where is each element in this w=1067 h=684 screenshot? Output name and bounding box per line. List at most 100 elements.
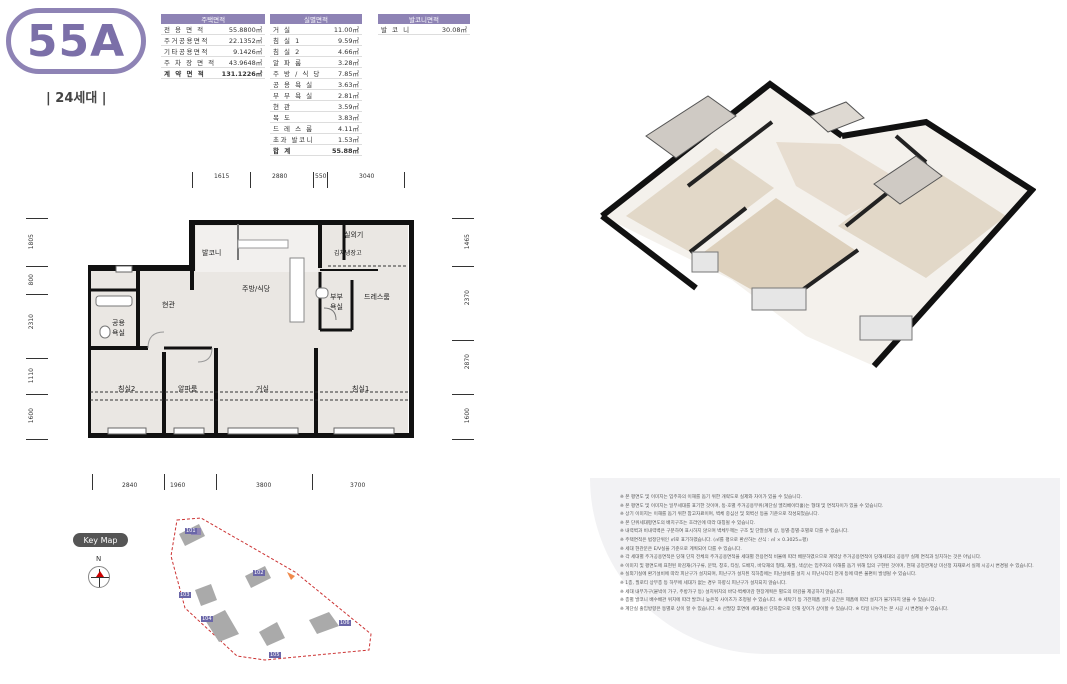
dim-top-1: 1615 (214, 173, 230, 180)
room-label-kimchi: 김치냉장고 (334, 250, 362, 257)
note-item: ※ 1층, 필로티 상부층 등 하부에 세대가 없는 경우 하향식 피난구가 설… (620, 580, 787, 586)
room-area-total-label: 합 계 (270, 144, 327, 156)
room-label-entrance: 현관 (162, 301, 175, 309)
supply-area-row-label: 전 용 면 적 (161, 24, 219, 35)
balcony-area-row-label: 발 코 니 (378, 24, 428, 35)
room-area-row-value: 3.63㎡ (327, 78, 362, 90)
supply-area-row-value: 55.8800㎡ (218, 24, 266, 35)
room-area-row-value: 3.83㎡ (327, 111, 362, 123)
unit-type-label: 55A (26, 15, 126, 67)
supply-area-total-value: 131.1226㎡ (218, 67, 266, 79)
dim-left-1: 1805 (28, 234, 35, 250)
dim-left-5: 1600 (28, 408, 35, 424)
room-area-row-value: 4.11㎡ (327, 122, 362, 134)
dim-left-4: 1110 (28, 368, 35, 384)
room-label-utility: 실외기 (344, 231, 364, 239)
keymap-building-5: 105 (269, 652, 281, 658)
room-label-common-bath: 공용 욕실 (112, 319, 125, 337)
room-area-row-label: 현 관 (270, 100, 327, 112)
north-compass (88, 566, 110, 588)
supply-area-total-label: 계 약 면 적 (161, 67, 219, 79)
room-area-row-label: 복 도 (270, 111, 327, 123)
note-item: ※ 세대 현관문은 E/V실을 기준으로 계획되어 다를 수 있습니다. (620, 546, 742, 552)
north-label: N (96, 555, 102, 563)
room-area-row-value: 7.85㎡ (327, 67, 362, 79)
dimension-right: 1465 2370 2870 1600 (452, 218, 474, 440)
dim-left-3: 2310 (28, 314, 35, 330)
dim-bottom-4: 3700 (350, 482, 366, 489)
dim-top-4: 3040 (359, 173, 375, 180)
notes-list: ※ 본 평면도 및 이미지는 입주자의 이해를 돕기 위한 개략도로 실제와 차… (620, 494, 1060, 614)
room-label-room1: 침실1 (352, 385, 370, 393)
balcony-area-row-value: 30.08㎡ (427, 24, 470, 35)
unit-type-badge: 55A (6, 8, 146, 74)
room-area-row-value: 2.81㎡ (327, 89, 362, 101)
room-label-balcony: 발코니 (202, 249, 222, 257)
dimension-bottom: 2840 1960 3800 3700 (92, 474, 412, 490)
note-item: ※ 계단실 출입방향은 동별로 상이 할 수 있습니다. ※ 선팔장 후면에 세… (620, 606, 949, 612)
room-area-row-label: 초과 발코니 (270, 133, 327, 145)
dim-right-3: 2870 (464, 354, 471, 370)
room-area-row-value: 1.53㎡ (327, 133, 362, 145)
dim-right-1: 1465 (464, 234, 471, 250)
note-item: ※ 상기 이미지는 이해를 돕기 위한 참고자료이며, 벽체 중심선 및 외벽선… (620, 512, 820, 518)
room-area-row-value: 3.28㎡ (327, 56, 362, 68)
dim-bottom-1: 2840 (122, 482, 138, 489)
supply-area-row-label: 주 차 장 면 적 (161, 56, 219, 68)
keymap-label: Key Map (73, 533, 128, 547)
dim-top-3: 550 (315, 173, 327, 180)
note-item: ※ 주택면적은 법정단위인 ㎡로 표기하였습니다. (㎡를 평으로 환산하는 산… (620, 537, 809, 543)
room-area-row-label: 침 실 1 (270, 34, 327, 46)
dim-top-2: 2880 (272, 173, 288, 180)
note-item: ※ 각 세대별 주거공용면적은 당해 단지 전체의 주거공용면적을 세대별 전용… (620, 555, 982, 561)
note-item: ※ 본 단위세대평면도의 배치구조는 호라인에 따라 대칭될 수 있습니다. (620, 520, 756, 526)
room-area-row-label: 부 부 욕 실 (270, 89, 327, 101)
dim-right-2: 2370 (464, 290, 471, 306)
note-item: ※ 세대 내부가구(붙박이 가구, 주방가구 등) 설치위치의 바닥·벽체마감 … (620, 589, 844, 595)
room-area-row-value: 9.59㎡ (327, 34, 362, 46)
balcony-area-header: 발코니면적 (378, 14, 470, 24)
supply-area-row-label: 기타공용면적 (161, 45, 219, 57)
keymap-building-2: 102 (253, 570, 265, 576)
room-area-row-label: 공 용 욕 실 (270, 78, 327, 90)
room-area-row-value: 3.59㎡ (327, 100, 362, 112)
keymap-building-3: 103 (179, 592, 191, 598)
room-area-row-label: 침 실 2 (270, 45, 327, 57)
floor-plan: 발코니 실외기 김치냉장고 주방/식당 현관 공용 욕실 부부 욕실 드레스룸 … (85, 219, 415, 439)
isometric-render (596, 66, 1037, 382)
dim-bottom-3: 3800 (256, 482, 272, 489)
note-item: ※ 이미지 및 평면도에 표현된 마감재(가구류, 문짝, 창호, 타일, 도배… (620, 563, 1034, 569)
disclaimer-notes: ※ 본 평면도 및 이미지는 입주자의 이해를 돕기 위한 개략도로 실제와 차… (590, 478, 1060, 654)
supply-area-row-label: 주거공용면적 (161, 34, 219, 46)
keymap-building-6: 106 (339, 620, 351, 626)
note-item: ※ 본 평면도 및 이미지는 입주자의 이해를 돕기 위한 개략도로 실제와 차… (620, 495, 803, 500)
note-item: ※ 본 평면도 및 이미지는 일부세대를 표기한 것이며, 동·호별 주거공용부… (620, 503, 884, 509)
households-count: | 24세대 | (46, 91, 107, 106)
dimension-left: 1805 800 2310 1110 1600 (26, 218, 48, 440)
room-area-row-value: 11.00㎡ (327, 24, 362, 35)
supply-area-row-value: 43.9648㎡ (218, 56, 266, 68)
room-label-master-bath: 부부 욕실 (330, 293, 343, 311)
room-label-alpha: 알파룸 (178, 385, 198, 393)
room-label-dress: 드레스룸 (364, 293, 390, 301)
site-keymap: 101 102 103 104 105 106 (165, 516, 381, 662)
room-area-row-label: 드 레 스 룸 (270, 122, 327, 134)
room-area-row-label: 거 실 (270, 24, 327, 35)
note-item: ※ 내력벽과 비내력벽은 구분하여 표시하지 않으며 벽체두께는 구조 및 단열… (620, 529, 849, 535)
dim-left-2: 800 (28, 274, 35, 286)
dimension-top: 1615 2880 550 3040 (192, 172, 467, 188)
